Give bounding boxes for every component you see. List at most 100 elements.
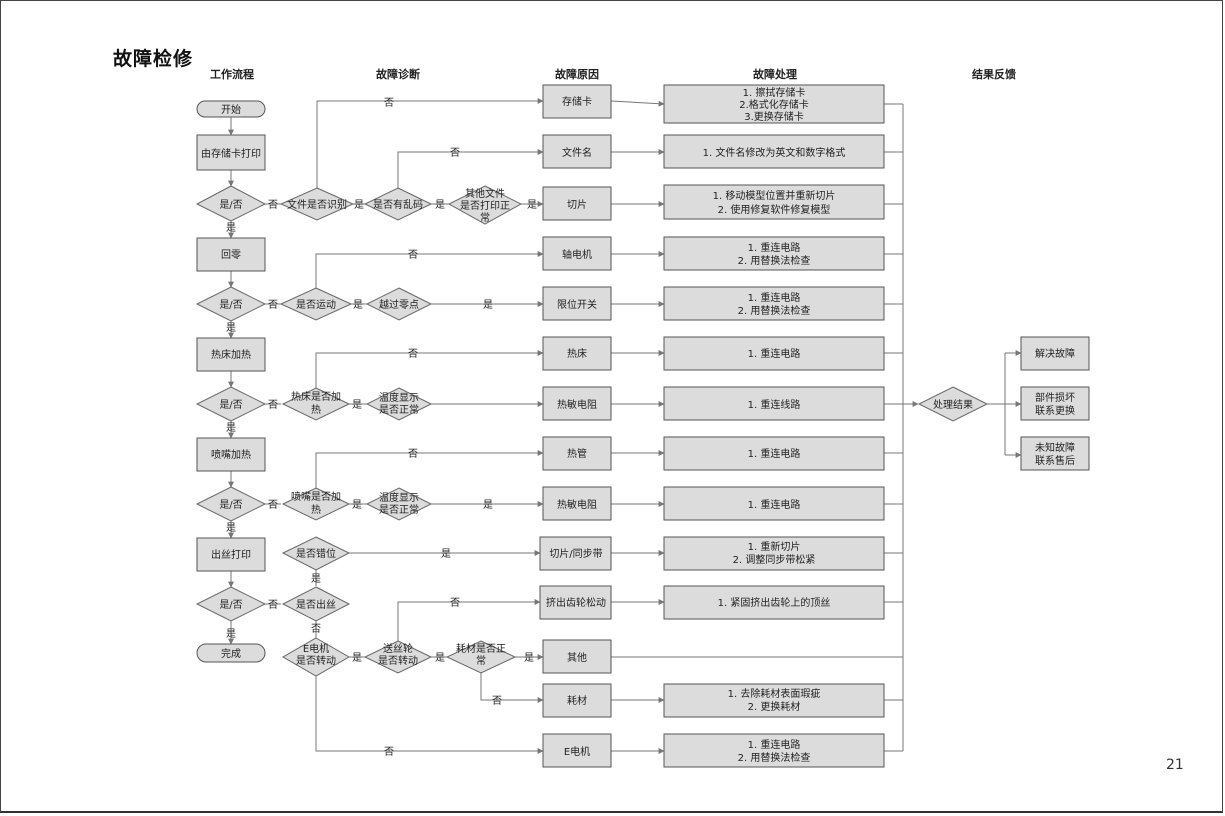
done-label: 完成 (221, 647, 241, 660)
decision-3-label: 是/否 (219, 399, 242, 411)
outcome-unknown-line-1: 未知故障 (1035, 441, 1075, 454)
yes-label-r5: 是 (441, 548, 451, 560)
yes-label-r4b: 是 (483, 499, 493, 511)
yes-label-2: 是 (226, 322, 236, 334)
decision-4-label: 是/否 (219, 499, 242, 511)
fix-hot-bed (663, 336, 885, 371)
start-node (196, 100, 266, 118)
cause-slice-belt (539, 536, 612, 571)
cause-axis-motor (542, 236, 612, 271)
bed-heating-decision (281, 387, 351, 421)
result-label: 处理结果 (933, 398, 973, 411)
no-label-r6c: 否 (492, 695, 502, 707)
yes-label-r2a: 是 (353, 299, 363, 311)
fix-axis-motor-line-1: 1. 重连电路 (748, 241, 801, 254)
connectors (228, 98, 1022, 754)
home-step (196, 237, 266, 272)
cause-sd-card (542, 84, 612, 119)
fix-limit-switch (663, 286, 885, 321)
fix-axis-motor (663, 236, 885, 271)
cause-limit-switch (542, 286, 612, 321)
outcome-unknown-line-2: 联系售后 (1035, 454, 1075, 467)
file-recognized-label: 文件是否识别 (287, 198, 347, 211)
feed-wheel-label-1: 送丝轮 (383, 642, 413, 655)
nozzle-heat-label: 喷嘴加热 (211, 448, 251, 461)
nozzle-heating-decision (281, 487, 351, 521)
fix-thermistor-1-line-1: 1. 重连线路 (748, 398, 801, 411)
done-node (196, 643, 266, 663)
header-fix: 故障处理 (753, 67, 797, 81)
cause-thermistor-2-label: 热敏电阻 (557, 498, 597, 511)
yes-label-r6a: 是 (352, 652, 362, 664)
yes-label-4: 是 (226, 522, 236, 534)
cause-slice-belt-label: 切片/同步带 (549, 547, 602, 560)
fix-thermistor-2 (663, 486, 885, 521)
fix-sd-line-2: 2.格式化存储卡 (739, 98, 809, 111)
workflow-column: 开始 由存储卡打印 回零 热床加热 喷嘴加热 出丝打印 完成 是/否 是/否 是… (195, 100, 278, 663)
fix-emotor-line-2: 2. 用替换法检查 (738, 751, 811, 764)
other-files-decision (447, 185, 523, 225)
misaligned-label: 是否错位 (296, 547, 336, 560)
fix-slicing (663, 184, 885, 220)
fix-slicing-line-2: 2. 使用修复软件修复模型 (718, 203, 831, 216)
cause-thermistor-1-label: 热敏电阻 (557, 398, 597, 411)
cause-slicing-label: 切片 (567, 198, 587, 211)
cause-gear-loose (539, 585, 612, 620)
temp-display-label-2b: 是否正常 (379, 503, 419, 516)
cause-other (542, 639, 612, 674)
feed-wheel-label-2: 是否转动 (378, 654, 418, 667)
outcome-damaged (1020, 386, 1090, 421)
other-files-label-3: 常 (480, 211, 490, 224)
decision-1 (195, 185, 267, 222)
emotor-decision (281, 637, 351, 677)
yes-label-r2b: 是 (483, 299, 493, 311)
moving-decision (279, 287, 353, 321)
no-label-r6d: 否 (384, 746, 394, 758)
yes-label-r3: 是 (352, 399, 362, 411)
fix-sd-line-1: 1. 擦拭存储卡 (743, 86, 806, 99)
no-label-2: 否 (268, 299, 278, 311)
temp-display-label-1b: 是否正常 (379, 403, 419, 416)
filament-ok-decision (445, 640, 517, 674)
decision-5-label: 是/否 (219, 599, 242, 611)
decision-5 (195, 586, 267, 622)
feedback-column: 处理结果 解决故障 部件损坏 联系更换 未知故障 联系售后 (917, 336, 1090, 471)
cause-emotor (542, 733, 612, 768)
fix-limit-switch-line-2: 2. 用替换法检查 (738, 304, 811, 317)
open-file-label: 由存储卡打印 (201, 147, 261, 160)
yes-label-r6b: 是 (435, 652, 445, 664)
diagnosis-column: 文件是否识别 是否有乱码 其他文件 是否打印正 常 否 否 是 是 是 是否运动… (279, 97, 537, 758)
moving-label: 是否运动 (296, 299, 336, 311)
no-label-r2: 否 (408, 249, 418, 261)
fix-thermistor-2-line-1: 1. 重连电路 (748, 498, 801, 511)
nozzle-heat-step (196, 437, 266, 472)
cause-thermistor-1 (542, 386, 612, 421)
fix-gear-loose-line-1: 1. 紧固挤出齿轮上的顶丝 (718, 596, 831, 609)
cause-heat-pipe (542, 436, 612, 471)
cause-filename (542, 134, 612, 169)
fix-sd-card (663, 84, 885, 124)
no-label-1: 否 (268, 199, 278, 211)
bed-heating-label-1: 热床是否加 (291, 390, 341, 403)
bed-heating-label-2: 热 (311, 403, 321, 416)
outcome-damaged-line-1: 部件损坏 (1035, 391, 1075, 404)
over-zero-label: 越过零点 (379, 298, 419, 311)
no-label-r1b: 否 (450, 147, 460, 159)
filament-ok-label-1: 耗材是否正 (456, 642, 506, 655)
fix-gear-loose (663, 585, 885, 620)
no-label-r1a: 否 (384, 97, 394, 109)
other-files-label-1: 其他文件 (465, 187, 505, 200)
extruding-label: 是否出丝 (296, 598, 336, 611)
outcome-unknown (1020, 436, 1090, 471)
misaligned-decision (281, 536, 351, 571)
outcome-damaged-line-2: 联系更换 (1035, 404, 1075, 417)
fix-slice-belt-line-1: 1. 重新切片 (748, 540, 801, 553)
cause-filename-label: 文件名 (562, 146, 592, 159)
outcome-solved (1020, 336, 1090, 371)
page-number: 21 (1166, 757, 1184, 773)
header-workflow: 工作流程 (210, 67, 254, 81)
cause-sd-card-label: 存储卡 (562, 95, 592, 108)
yes-label-r1c: 是 (527, 199, 537, 211)
emotor-label-1: E电机 (303, 642, 329, 655)
feed-wheel-decision (363, 640, 433, 674)
